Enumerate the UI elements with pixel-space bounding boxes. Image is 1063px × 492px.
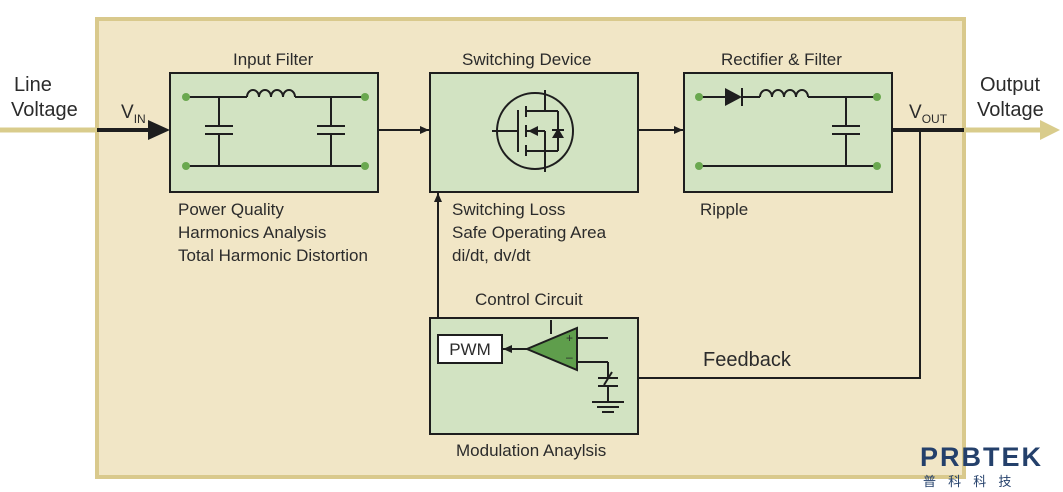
line-voltage-label-2: Voltage [11, 99, 78, 121]
switching-device-note-3: di/dt, dv/dt [452, 246, 531, 265]
rectifier-filter-block [683, 72, 893, 193]
switching-device-title: Switching Device [462, 50, 591, 69]
rectifier-filter-note-1: Ripple [700, 200, 748, 219]
terminal-dot [182, 93, 190, 101]
vin-label: VIN [121, 102, 146, 126]
rectifier-circuit [699, 88, 877, 167]
rectifier-filter-title: Rectifier & Filter [721, 50, 842, 69]
diode-icon [725, 88, 742, 106]
mosfet-icon [492, 90, 574, 172]
control-circuit-title: Control Circuit [475, 290, 583, 309]
reference-circuit [550, 320, 624, 413]
input-filter-block [169, 72, 379, 193]
feedback-label: Feedback [703, 349, 792, 371]
feedback-line [638, 130, 921, 379]
input-filter-note-3: Total Harmonic Distortion [178, 246, 368, 265]
input-filter-circuit [186, 89, 365, 167]
vout-label: VOUT [909, 102, 948, 126]
terminal-dot [873, 162, 881, 170]
output-voltage-label-1: Output [980, 74, 1040, 96]
switching-device-note-2: Safe Operating Area [452, 223, 607, 242]
prbtek-logo: PRBTEK 普 科 科 技 [920, 442, 1043, 490]
terminal-dot [361, 93, 369, 101]
terminal-dot [182, 162, 190, 170]
control-circuit-caption: Modulation Anaylsis [456, 441, 606, 460]
logo-subtext: 普 科 科 技 [923, 475, 1015, 490]
vin-arrow [97, 120, 170, 140]
line-voltage-label-1: Line [14, 74, 52, 96]
mosfet-arrow-icon [528, 126, 538, 136]
opamp-icon [524, 326, 578, 372]
opamp-plus: + [566, 331, 573, 345]
mosfet-diode-icon [552, 128, 564, 138]
output-voltage-label-2: Voltage [977, 99, 1044, 121]
logo-text: PRBTEK [920, 442, 1043, 472]
pwm-label: PWM [449, 340, 491, 359]
opamp-minus: – [566, 350, 573, 364]
terminal-dot [361, 162, 369, 170]
input-filter-title: Input Filter [233, 50, 314, 69]
input-filter-note-1: Power Quality [178, 200, 284, 219]
switching-device-note-1: Switching Loss [452, 200, 565, 219]
terminal-dot [695, 162, 703, 170]
input-filter-note-2: Harmonics Analysis [178, 223, 326, 242]
pwm-box [437, 334, 503, 364]
terminal-dot [695, 93, 703, 101]
terminal-dot [873, 93, 881, 101]
